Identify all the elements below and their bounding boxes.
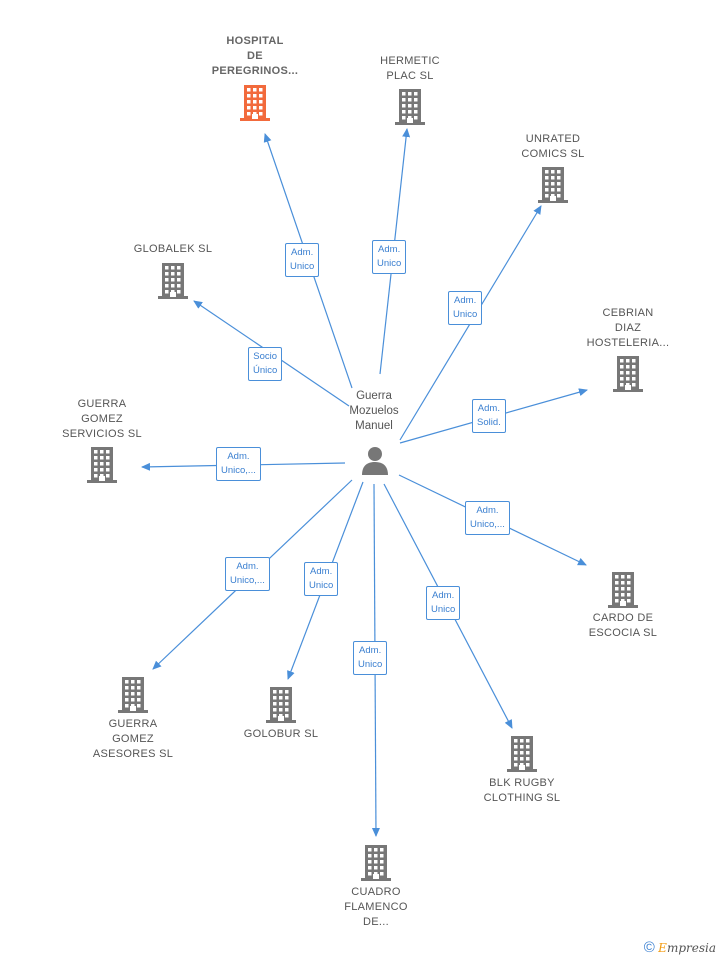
person-icon[interactable] — [359, 444, 391, 476]
relation-label-globalek[interactable]: Socio Único — [248, 347, 283, 381]
company-node-globalek[interactable]: GLOBALEK SL — [103, 242, 243, 299]
relation-label-hermetic[interactable]: Adm. Unico — [372, 240, 407, 274]
company-node-cebrian[interactable]: CEBRIAN DIAZ HOSTELERIA... — [558, 306, 698, 392]
relation-label-cardo[interactable]: Adm. Unico,... — [465, 501, 510, 535]
company-name[interactable]: GLOBALEK SL — [133, 243, 213, 255]
company-node-golobur[interactable]: GOLOBUR SL — [211, 685, 351, 742]
building-icon — [266, 687, 296, 723]
brand-footer: © Empresia — [644, 939, 716, 956]
building-icon — [538, 167, 568, 203]
company-name[interactable]: GOLOBUR SL — [243, 728, 319, 740]
company-node-guerra-asesores[interactable]: GUERRA GOMEZ ASESORES SL — [63, 675, 203, 762]
company-name[interactable]: HERMETIC PLAC SL — [380, 55, 440, 82]
company-name[interactable]: CUADRO FLAMENCO DE... — [344, 886, 408, 928]
relation-label-golobur[interactable]: Adm. Unico — [304, 562, 339, 596]
building-icon — [158, 263, 188, 299]
building-icon — [87, 447, 117, 483]
building-icon — [240, 85, 270, 121]
relation-label-blk[interactable]: Adm. Unico — [426, 586, 461, 620]
company-node-hospital[interactable]: HOSPITAL DE PEREGRINOS... — [185, 34, 325, 121]
company-name[interactable]: HOSPITAL DE PEREGRINOS... — [211, 35, 299, 77]
building-icon — [361, 845, 391, 881]
copyright-icon: © — [643, 939, 655, 956]
company-node-unrated[interactable]: UNRATED COMICS SL — [483, 132, 623, 203]
company-node-blk[interactable]: BLK RUGBY CLOTHING SL — [452, 734, 592, 806]
company-name[interactable]: CARDO DE ESCOCIA SL — [588, 612, 658, 639]
relation-label-guerra-asesores[interactable]: Adm. Unico,... — [225, 557, 270, 591]
company-name[interactable]: CEBRIAN DIAZ HOSTELERIA... — [586, 307, 670, 349]
relation-label-cebrian[interactable]: Adm. Solid. — [472, 399, 506, 433]
company-node-cardo[interactable]: CARDO DE ESCOCIA SL — [553, 570, 693, 641]
relation-label-guerra-servicios[interactable]: Adm. Unico,... — [216, 447, 261, 481]
company-name[interactable]: BLK RUGBY CLOTHING SL — [483, 777, 561, 804]
company-node-guerra-servicios[interactable]: GUERRA GOMEZ SERVICIOS SL — [32, 397, 172, 483]
relation-label-hospital[interactable]: Adm. Unico — [285, 243, 320, 277]
relation-label-cuadro[interactable]: Adm. Unico — [353, 641, 388, 675]
company-name[interactable]: GUERRA GOMEZ SERVICIOS SL — [62, 398, 142, 440]
company-name[interactable]: GUERRA GOMEZ ASESORES SL — [92, 718, 174, 760]
relation-label-unrated[interactable]: Adm. Unico — [448, 291, 483, 325]
person-name[interactable]: Guerra Mozuelos Manuel — [349, 390, 399, 432]
company-name[interactable]: UNRATED COMICS SL — [521, 133, 585, 160]
building-icon — [507, 736, 537, 772]
building-icon — [118, 677, 148, 713]
company-node-hermetic[interactable]: HERMETIC PLAC SL — [340, 54, 480, 125]
company-node-cuadro[interactable]: CUADRO FLAMENCO DE... — [306, 843, 446, 930]
building-icon — [395, 89, 425, 125]
building-icon — [608, 572, 638, 608]
building-icon — [613, 356, 643, 392]
empresia-logo: Empresia — [658, 941, 716, 955]
